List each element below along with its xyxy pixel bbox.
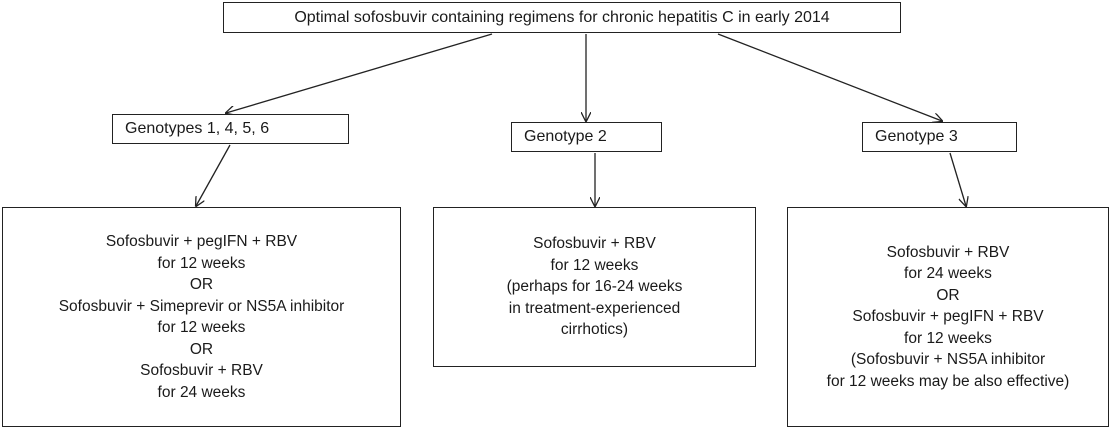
regimen-line: for 12 weeks	[550, 256, 639, 274]
regimen-line: Sofosbuvir + RBV	[140, 362, 263, 379]
regimen-box-genotype-3: Sofosbuvir + RBV for 24 weeks OR Sofosbu…	[787, 207, 1109, 427]
regimen-line: (Sofosbuvir + NS5A inhibitor	[850, 351, 1046, 369]
regimen-line: Sofosbuvir + RBV	[886, 243, 1010, 261]
genotype-box-1: Genotypes 1, 4, 5, 6	[112, 114, 349, 144]
regimen-line: for 12 weeks	[157, 319, 246, 336]
regimen-line: (perhaps for 16-24 weeks	[506, 278, 683, 296]
regimen-line: Sofosbuvir + RBV	[533, 235, 656, 253]
regimen-line: Sofosbuvir + Simeprevir or NS5A inhibito…	[58, 297, 345, 315]
regimen-line: Sofosbuvir + pegIFN + RBV	[852, 308, 1044, 326]
arrow-genotype-1-to-regimen	[196, 144, 231, 206]
regimen-line: for 12 weeks	[157, 254, 246, 272]
arrow-genotype-3-to-regimen	[949, 152, 966, 206]
regimen-line: OR	[189, 340, 214, 358]
regimen-box-genotype-1: Sofosbuvir + pegIFN + RBV for 12 weeks O…	[2, 207, 401, 427]
regimen-line: for 12 weeks may be also effective)	[826, 372, 1070, 390]
regimen-box-genotype-2: Sofosbuvir + RBV for 12 weeks (perhaps f…	[433, 207, 756, 367]
genotype-box-2: Genotype 2	[511, 122, 662, 152]
regimen-line: in treatment-experienced	[508, 299, 681, 317]
regimen-line: OR	[936, 286, 960, 304]
regimen-line: for 12 weeks	[904, 329, 992, 347]
regimen-line: Sofosbuvir + pegIFN + RBV	[105, 233, 298, 250]
regimen-line: OR	[189, 276, 214, 293]
regimen-line: for 24 weeks	[904, 265, 992, 283]
arrow-title-to-genotype-1	[226, 33, 493, 113]
genotype-box-3: Genotype 3	[862, 122, 1017, 152]
diagram-title: Optimal sofosbuvir containing regimens f…	[223, 2, 901, 33]
regimen-line: cirrhotics)	[560, 321, 629, 339]
regimen-line: for 24 weeks	[157, 383, 246, 401]
arrow-title-to-genotype-3	[717, 33, 942, 121]
